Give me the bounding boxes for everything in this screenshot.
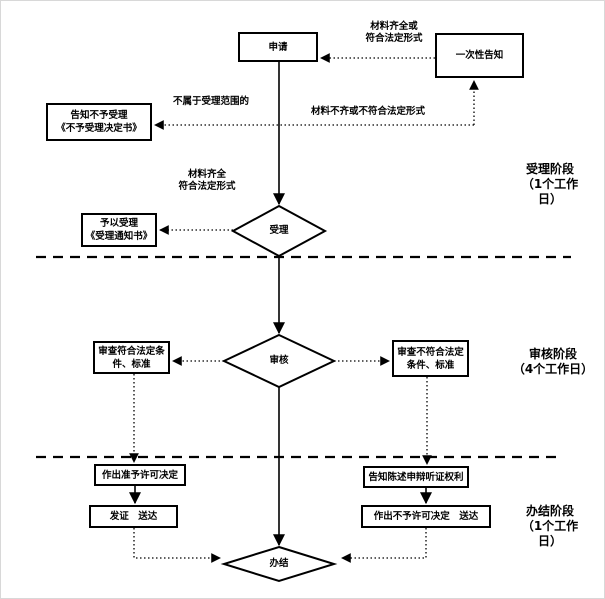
apply-box: 申请: [238, 32, 318, 62]
materials-complete-mid-label: 材料齐全 符合法定形式: [178, 169, 236, 192]
review-pass-box: 审查符合法定条 件、标准: [93, 341, 170, 374]
arrow-deny-to-close: [341, 528, 427, 563]
review-diamond: [221, 333, 337, 389]
materials-incomplete-label: 材料不齐或不符合法定形式: [310, 106, 425, 117]
not-in-scope-label: 不属于受理范围的: [172, 96, 249, 107]
hearing-rights-box: 告知陈述申辩听证权利: [363, 466, 469, 488]
close-diamond: [220, 545, 338, 583]
materials-complete-top-label: 材料齐全或 符合法定形式: [365, 21, 423, 44]
deny-deliver-box: 作出不予许可决定 送达: [361, 505, 491, 528]
accept-stage-label: 受理阶段 （1个工作 日）: [521, 162, 579, 206]
reject-notice-box: 告知不予受理 《不予受理决定书》: [46, 103, 152, 141]
grant-decision-box: 作出准予许可决定: [94, 464, 186, 486]
notify-once-box: 一次性告知: [435, 33, 524, 78]
review-diamond-label: 审核: [269, 355, 289, 366]
arrow-issue-to-close: [133, 528, 221, 563]
accept-diamond-label: 受理: [269, 225, 289, 236]
close-stage-label: 办结阶段 （1个工作 日）: [521, 504, 579, 548]
review-stage-label: 审核阶段 （4个工作日）: [512, 347, 594, 376]
accept-notice-box: 予以受理 《受理通知书》: [81, 213, 157, 247]
close-diamond-label: 办结: [269, 558, 289, 569]
accept-diamond: [230, 204, 328, 258]
review-fail-box: 审查不符合法定 条件、标准: [392, 340, 469, 377]
issue-deliver-box: 发证 送达: [89, 505, 178, 528]
